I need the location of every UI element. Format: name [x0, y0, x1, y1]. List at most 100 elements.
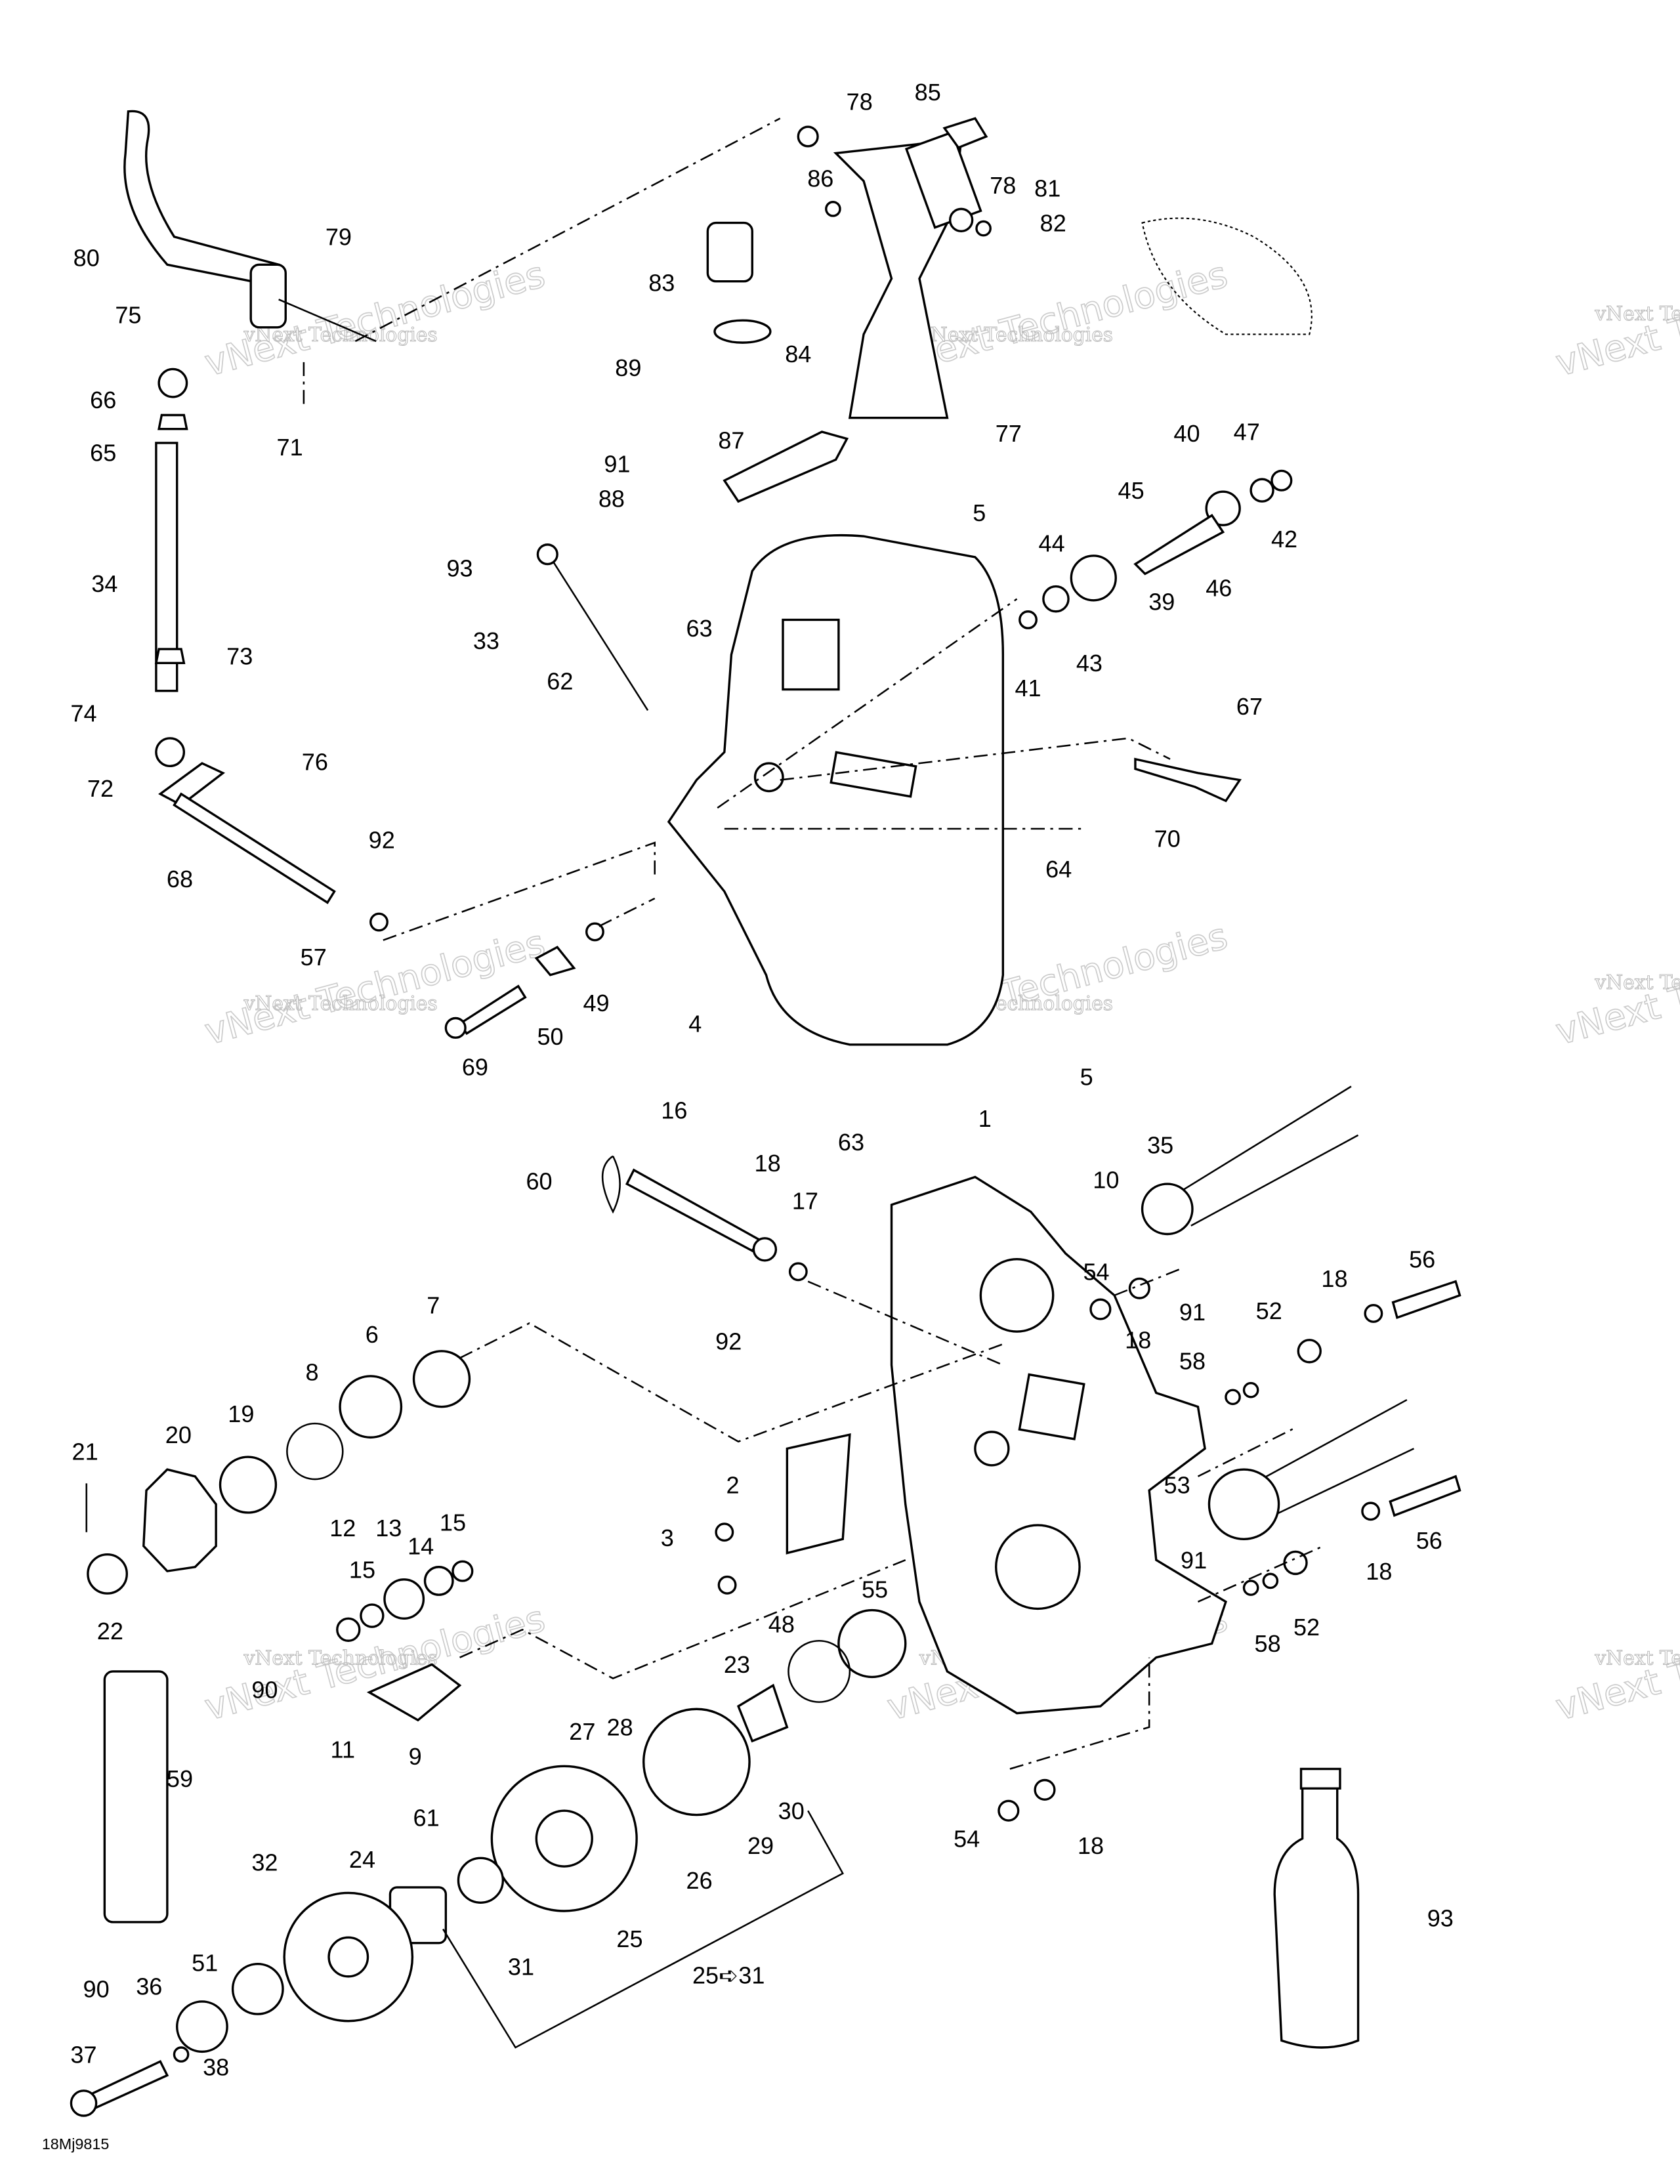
shift-lever [123, 110, 280, 287]
part-label: 44 [1039, 530, 1065, 556]
part-label: 17 [792, 1187, 818, 1214]
part-label: 35 [1147, 1131, 1173, 1158]
part-label: 63 [686, 615, 713, 642]
part-label: 58 [1255, 1630, 1281, 1657]
arm [723, 430, 849, 503]
part-label: 62 [547, 668, 573, 695]
part-label: 43 [1076, 650, 1102, 677]
part-label: 18 [755, 1150, 781, 1177]
part-label: 59 [167, 1765, 193, 1792]
part-label: 71 [277, 434, 303, 461]
part-label: 25 [616, 1925, 642, 1952]
part-label: 4 [688, 1011, 702, 1038]
part-label: 18 [1321, 1265, 1347, 1292]
svg-text:vNext Technologies: vNext Technologies [1594, 303, 1680, 326]
part-label: 87 [718, 427, 744, 453]
part-label: 21 [72, 1438, 98, 1465]
part-label: 56 [1409, 1246, 1435, 1272]
part-label: 16 [661, 1097, 687, 1124]
part-label: 30 [778, 1797, 805, 1824]
part-label: 54 [954, 1825, 980, 1852]
part-label: 58 [1179, 1347, 1206, 1374]
part-label: 15 [440, 1509, 466, 1536]
part-label: 89 [615, 354, 641, 381]
part-label: 90 [251, 1676, 278, 1703]
part-label: 38 [203, 2053, 229, 2080]
part-label: 53 [1164, 1471, 1190, 1498]
part-label: 46 [1206, 574, 1232, 601]
part-label: 54 [1083, 1259, 1109, 1286]
part-label: 15 [349, 1557, 375, 1584]
part-label: 18 [1366, 1558, 1392, 1585]
part-label: 93 [447, 555, 473, 582]
part-label: 75 [115, 301, 141, 328]
part-label: 70 [1154, 825, 1181, 852]
part-label: 20 [165, 1421, 192, 1448]
part-label: 80 [74, 244, 100, 271]
part-label: 55 [862, 1576, 888, 1603]
part-label: 90 [83, 1976, 110, 2003]
part-label: 86 [807, 165, 833, 192]
part-label: 48 [768, 1611, 795, 1638]
part-label: 49 [583, 990, 610, 1017]
part-label: 10 [1093, 1166, 1119, 1193]
part-label: 56 [1416, 1527, 1442, 1554]
part-label: 19 [228, 1400, 254, 1427]
part-label: 13 [375, 1515, 402, 1542]
part-label: 92 [715, 1328, 742, 1355]
part-label: 39 [1148, 589, 1175, 616]
part-label: 22 [97, 1618, 123, 1645]
bottle [1273, 1774, 1360, 2049]
part-label: 66 [90, 387, 116, 413]
part-label: 5 [1080, 1063, 1093, 1090]
part-label: 41 [1015, 675, 1041, 702]
switch [706, 221, 753, 283]
part-label: 76 [302, 749, 328, 776]
sprocket [142, 1468, 217, 1572]
part-label: 83 [648, 270, 675, 297]
part-label: 28 [607, 1714, 633, 1741]
part-label: 24 [349, 1846, 375, 1873]
part-label: 82 [1040, 209, 1066, 236]
part-label: 3 [661, 1524, 674, 1551]
part-label: 78 [847, 89, 873, 116]
part-label: 52 [1256, 1297, 1282, 1324]
part-label: 91 [1179, 1299, 1206, 1326]
part-label: 63 [838, 1129, 864, 1156]
svg-text:vNext Technologies: vNext Technologies [243, 1647, 438, 1670]
part-label: 79 [326, 224, 352, 251]
part-label: 72 [87, 775, 114, 802]
part-label: 73 [226, 642, 253, 669]
part-label: 69 [462, 1054, 488, 1081]
part-label: 81 [1034, 175, 1060, 201]
part-label: 36 [136, 1973, 162, 2000]
shaft [173, 792, 336, 904]
part-label: 11 [331, 1736, 355, 1763]
part-label: 85 [915, 79, 941, 106]
part-label: 8 [306, 1358, 319, 1385]
part-label: 45 [1118, 477, 1144, 504]
part-label: 18 [1125, 1327, 1151, 1354]
part-label: 1 [978, 1105, 992, 1132]
part-label: 78 [990, 172, 1016, 199]
lever-bracket [249, 263, 287, 329]
part-label: 42 [1271, 526, 1297, 553]
svg-text:vNext Technologies: vNext Technologies [243, 992, 438, 1015]
part-label: 34 [91, 570, 117, 597]
part-label: 60 [526, 1168, 552, 1195]
part-label: 92 [369, 827, 395, 854]
part-label: 7 [427, 1292, 440, 1318]
part-label: 5 [973, 499, 986, 526]
part-label: 51 [192, 1949, 218, 1976]
part-label: 14 [408, 1533, 434, 1560]
chain [103, 1670, 169, 1923]
part-label: 47 [1234, 419, 1260, 446]
diagram-code: 18Mj9815 [42, 2135, 109, 2152]
part-label: 9 [409, 1743, 422, 1770]
part-label: 67 [1236, 693, 1263, 720]
part-label: 88 [598, 486, 625, 513]
part-label: 74 [70, 700, 96, 726]
